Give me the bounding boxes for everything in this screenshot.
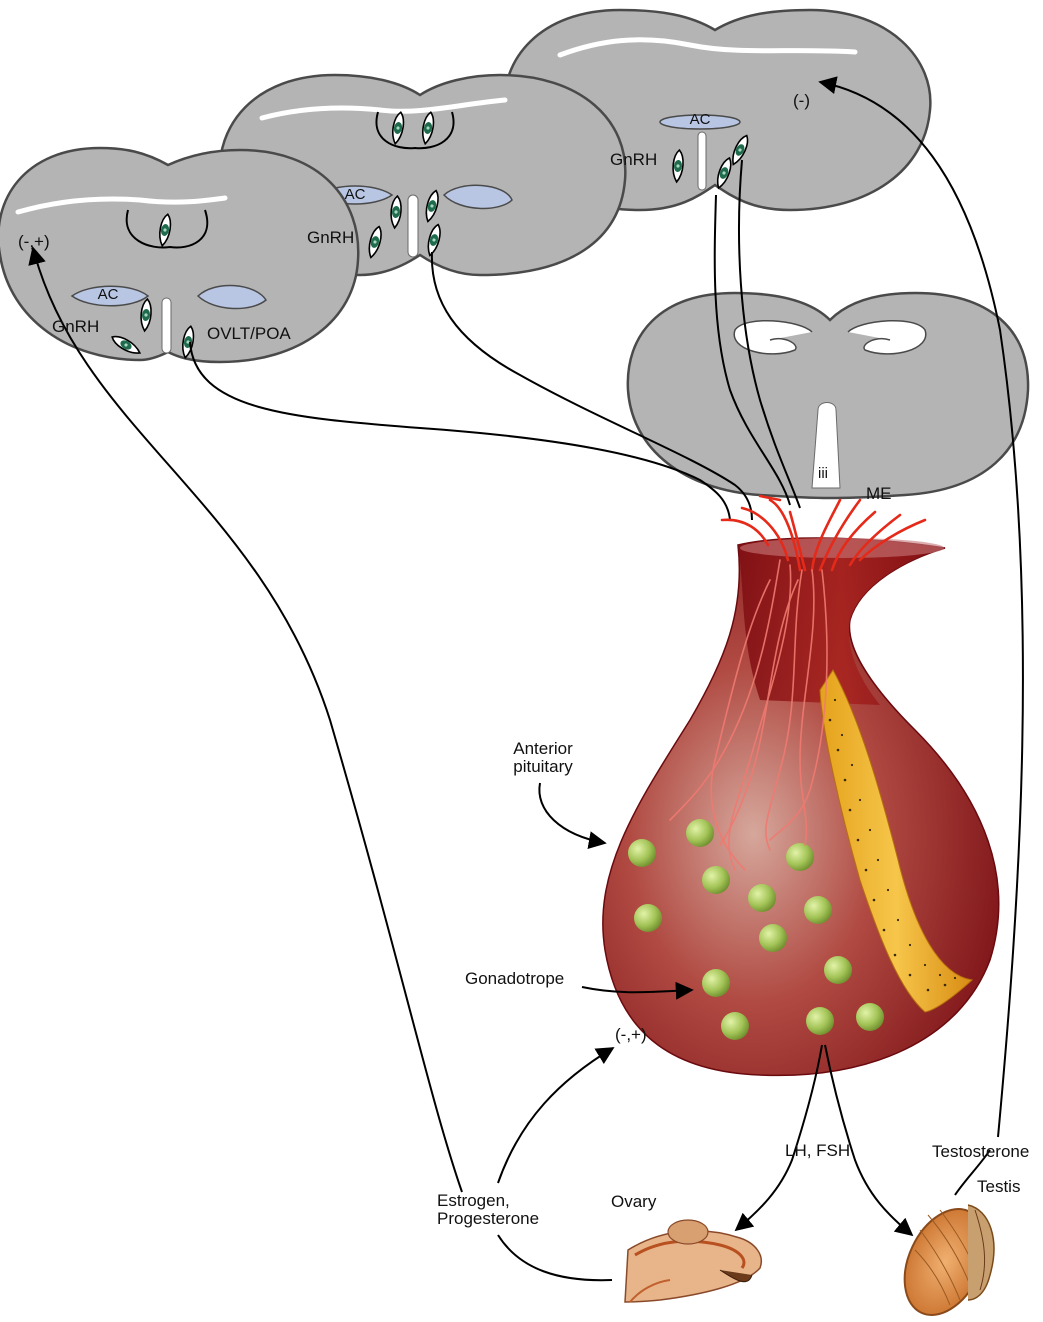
estrogen-label: Estrogen, [437,1192,539,1210]
gnrh-label-2: GnRH [307,229,354,247]
ac-label-1: AC [86,287,130,303]
gonadotrope-label: Gonadotrope [465,970,564,988]
progesterone-label: Progesterone [437,1210,539,1228]
median-eminence-label: ME [866,485,892,503]
ovary-illustration [625,1220,761,1302]
testis-illustration [889,1196,1002,1322]
testis-label: Testis [977,1178,1020,1196]
testosterone-label: Testosterone [932,1143,1029,1161]
anterior-pituitary-label-line1: Anterior [498,740,588,758]
feedback-label-right: (-) [793,92,810,110]
anterior-pituitary-label: Anterior pituitary [498,740,588,776]
ovary-label: Ovary [611,1193,656,1211]
ac-label-3: AC [678,112,722,128]
third-ventricle-label: iii [818,466,828,482]
ac-label-2: AC [333,187,377,203]
ovlt-poa-label: OVLT/POA [207,325,291,343]
feedback-label-pituitary: (-,+) [615,1026,647,1044]
feedback-label-left: (-,+) [18,233,50,251]
gnrh-label-1: GnRH [52,318,99,336]
anterior-pituitary [603,538,999,1075]
lh-fsh-label: LH, FSH [785,1142,850,1160]
estrogen-progesterone-label: Estrogen, Progesterone [437,1192,539,1228]
anterior-pituitary-label-line2: pituitary [498,758,588,776]
gnrh-label-3: GnRH [610,151,657,169]
